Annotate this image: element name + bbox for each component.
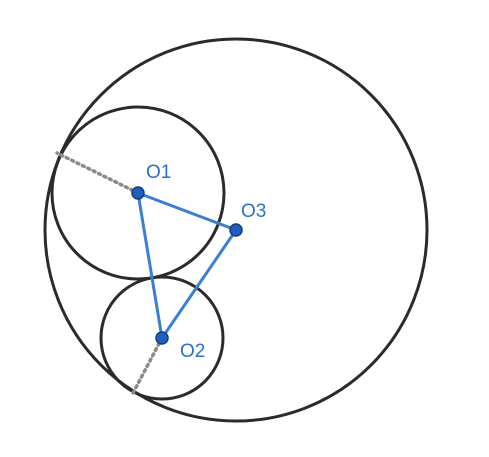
point-o1 <box>131 186 145 200</box>
point-o3 <box>229 223 243 237</box>
dotted-radius-o1 <box>55 151 140 195</box>
outer-circle <box>43 37 429 423</box>
circle-o1 <box>50 105 226 281</box>
circle-o2 <box>99 275 225 401</box>
label-o3: O3 <box>241 201 266 222</box>
segment-o1-o2 <box>136 191 164 340</box>
point-o2 <box>155 331 169 345</box>
segment-o1-o3 <box>136 191 238 232</box>
label-o1: O1 <box>146 162 171 183</box>
dotted-radius-o2 <box>131 336 164 395</box>
label-o2: O2 <box>180 341 205 362</box>
segment-o2-o3 <box>160 228 238 340</box>
